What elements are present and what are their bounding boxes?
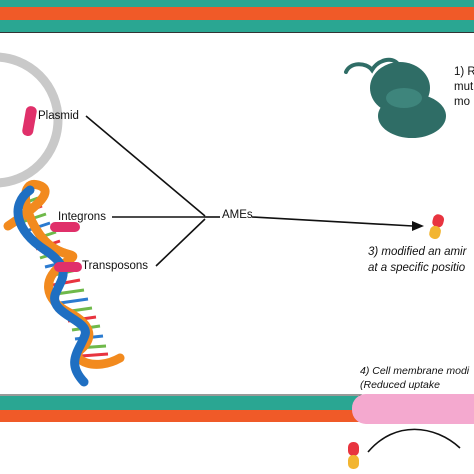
bottom-membrane-line bbox=[0, 394, 474, 396]
top-membrane-teal-inner bbox=[0, 20, 474, 32]
top-membrane-orange bbox=[0, 7, 474, 20]
item1-line2: mut bbox=[454, 81, 474, 93]
item1-line3: mo bbox=[454, 96, 470, 108]
antibiotic-capsule-icon bbox=[429, 214, 445, 240]
integrons-label: Integrons bbox=[58, 211, 106, 223]
item4-line1: 4) Cell membrane modi bbox=[360, 365, 470, 377]
plasmid-label: Plasmid bbox=[38, 110, 79, 122]
antibiotic-capsule-bottom-icon bbox=[348, 442, 359, 469]
transposons-label: Transposons bbox=[82, 260, 149, 272]
uptake-arrow bbox=[367, 428, 461, 453]
item3-line2: at a specific positio bbox=[368, 262, 466, 274]
ribosome-icon bbox=[344, 57, 446, 138]
top-membrane-teal bbox=[0, 0, 474, 7]
item1-line1: 1) R bbox=[454, 66, 474, 78]
dna-helix-icon bbox=[3, 180, 125, 387]
plasmid-icon bbox=[0, 52, 63, 188]
arrow-head-icon bbox=[412, 221, 424, 231]
item4-line2: (Reduced uptake bbox=[360, 379, 440, 391]
ames-label: AMEs bbox=[222, 209, 253, 221]
membrane-pink-pore bbox=[352, 394, 474, 424]
item3-line1: 3) modified an amir bbox=[368, 246, 467, 258]
